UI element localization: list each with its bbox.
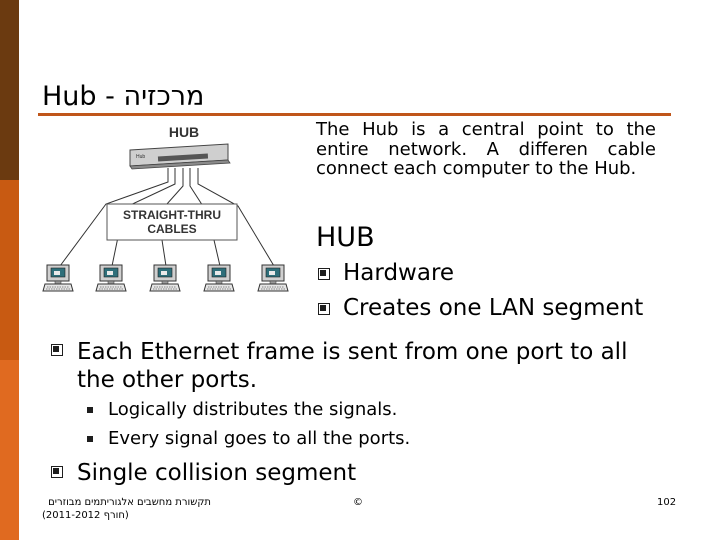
- footer-copyright: ©: [353, 497, 363, 508]
- bullet-square-icon: [51, 466, 63, 478]
- hub-device-icon: Hub: [129, 143, 231, 170]
- nested-bullet-icon: [87, 436, 93, 442]
- nested-bullet-icon: [87, 407, 93, 413]
- main-bullet-ethernet-frame: Each Ethernet frame is sent from one por…: [77, 339, 628, 393]
- footer-course-title: תקשורת מחשבים אלגוריתמים מבוזרים: [48, 497, 211, 508]
- cable: [197, 168, 275, 267]
- hub-subheading: HUB: [316, 222, 375, 253]
- footer-course-semester: (2011-2012 חורף): [42, 510, 129, 521]
- nested-bullet-distributes: Logically distributes the signals.: [108, 399, 398, 420]
- cables-label-line1: STRAIGHT-THRU: [123, 208, 221, 222]
- network-cables: [59, 168, 275, 267]
- sidebar-band-bottom: [0, 360, 19, 540]
- bullet-square-icon: [318, 303, 330, 315]
- computer-icon: [42, 264, 74, 292]
- hub-network-diagram: HUB Hub STRAIGHT-THRU CABLES: [42, 124, 289, 292]
- hub-description: The Hub is a central point to the entire…: [316, 119, 656, 179]
- title-underline: [38, 113, 671, 116]
- nested-bullet-every-signal: Every signal goes to all the ports.: [108, 428, 411, 449]
- sidebar-band-middle: [0, 180, 19, 360]
- sub-bullet-lan-segment: Creates one LAN segment: [343, 295, 644, 321]
- bullet-square-icon: [51, 344, 63, 356]
- computer-icon: [149, 264, 181, 292]
- computer-icon: [203, 264, 235, 292]
- computer-icon: [257, 264, 289, 292]
- cable: [59, 168, 169, 267]
- main-bullet-collision-segment: Single collision segment: [77, 460, 357, 486]
- hub-brand-label: Hub: [136, 154, 145, 160]
- computer-icon: [95, 264, 127, 292]
- footer-page-number: 102: [657, 497, 677, 508]
- hub-label: HUB: [169, 124, 199, 140]
- bullet-square-icon: [318, 268, 330, 280]
- sub-bullet-hardware: Hardware: [343, 260, 455, 286]
- cables-label-line2: CABLES: [147, 222, 196, 236]
- decorative-sidebar: [0, 0, 19, 540]
- sidebar-band-top: [0, 0, 19, 180]
- slide-title: Hub - מרכזיה: [42, 81, 205, 112]
- cables-label-box: [106, 203, 238, 241]
